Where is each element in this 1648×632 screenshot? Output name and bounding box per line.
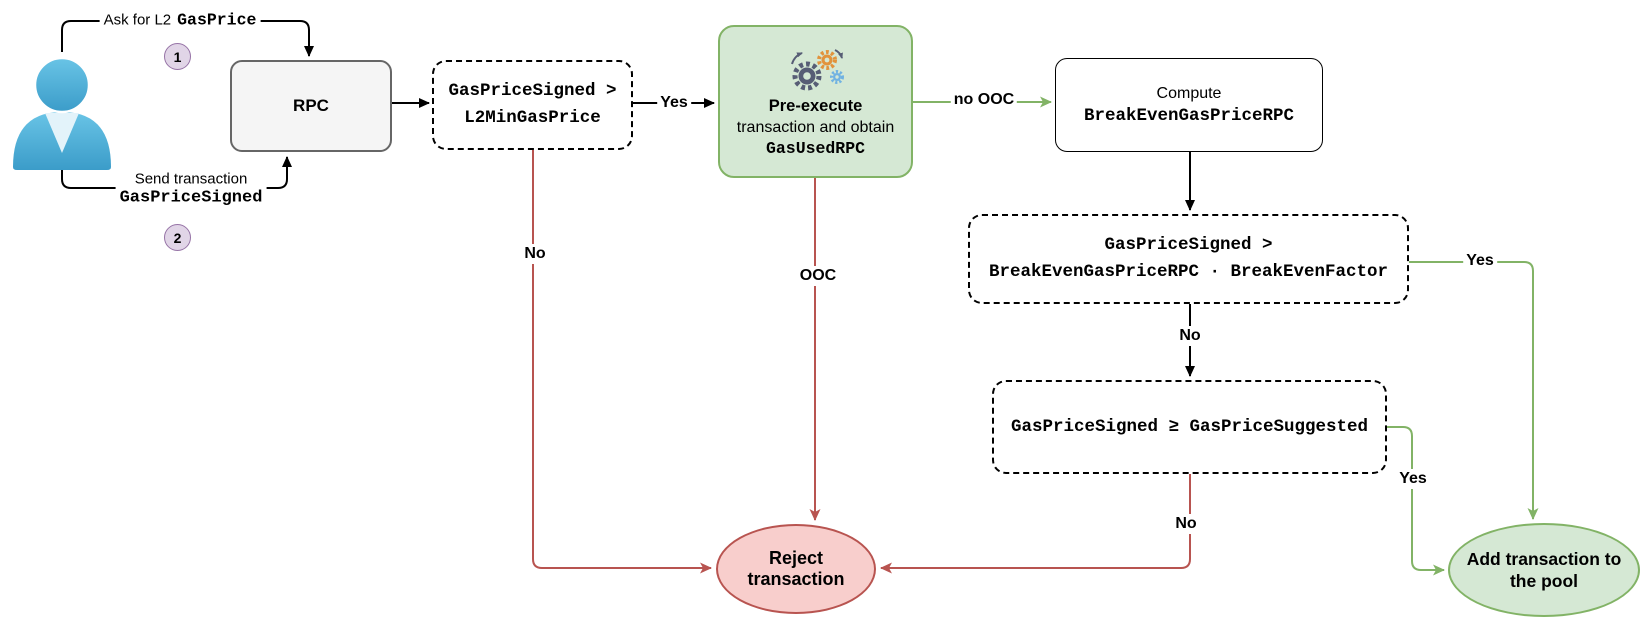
node-check-suggested: GasPriceSigned ≥ GasPriceSuggested bbox=[992, 380, 1387, 474]
ask-gasprice-text: Ask for L2 bbox=[103, 11, 172, 29]
edge-label-no-ooc: no OOC bbox=[950, 90, 1018, 110]
check-break-even-line2: BreakEvenGasPriceRPC · BreakEvenFactor bbox=[988, 262, 1389, 282]
edge-label-yes-break-even: Yes bbox=[1463, 251, 1497, 271]
add-pool-line2: the pool bbox=[1509, 571, 1579, 591]
send-transaction-label: Send transaction GasPriceSigned bbox=[115, 169, 267, 209]
edge-label-yes-suggested: Yes bbox=[1396, 469, 1430, 489]
compute-code: BreakEvenGasPriceRPC bbox=[1083, 105, 1295, 126]
node-compute-break-even: Compute BreakEvenGasPriceRPC bbox=[1055, 58, 1323, 152]
step-1-badge: 1 bbox=[164, 43, 191, 70]
edge-label-ooc: OOC bbox=[796, 266, 840, 286]
check-suggested-label: GasPriceSigned ≥ GasPriceSuggested bbox=[1010, 416, 1369, 437]
check-min-line2: L2MinGasPrice bbox=[464, 108, 601, 128]
node-check-min-gas: GasPriceSigned > L2MinGasPrice bbox=[432, 60, 633, 150]
edge-label-no-break-even: No bbox=[1176, 326, 1204, 346]
user-icon bbox=[13, 56, 111, 170]
edge-yes-suggested-to-pool bbox=[1387, 426, 1445, 576]
node-pre-execute: Pre-execute transaction and obtain GasUs… bbox=[718, 25, 913, 178]
step-2-badge: 2 bbox=[164, 224, 191, 251]
node-reject: Reject transaction bbox=[716, 524, 876, 614]
node-rpc: RPC bbox=[230, 60, 392, 152]
edge-label-yes-min: Yes bbox=[657, 93, 691, 113]
edge-label-no-suggested: No bbox=[1172, 514, 1200, 534]
edge-no-min-to-reject bbox=[532, 150, 712, 574]
ask-gasprice-label: Ask for L2 GasPrice bbox=[99, 10, 261, 30]
rpc-label: RPC bbox=[293, 96, 329, 115]
add-pool-line1: Add transaction to bbox=[1466, 549, 1622, 569]
pre-execute-title: Pre-execute bbox=[768, 97, 863, 115]
send-transaction-code: GasPriceSigned bbox=[119, 188, 263, 208]
send-transaction-text: Send transaction bbox=[134, 170, 248, 188]
edge-label-no-min: No bbox=[521, 244, 549, 264]
step-2-number: 2 bbox=[173, 229, 182, 246]
edge-yes-breakeven-to-pool bbox=[1409, 261, 1539, 520]
check-min-line1: GasPriceSigned > bbox=[448, 81, 617, 101]
step-1-number: 1 bbox=[173, 48, 182, 65]
pre-execute-code: GasUsedRPC bbox=[765, 139, 866, 158]
node-check-break-even: GasPriceSigned > BreakEvenGasPriceRPC · … bbox=[968, 214, 1409, 304]
compute-line1: Compute bbox=[1156, 84, 1222, 102]
reject-label: Reject transaction bbox=[747, 548, 845, 589]
node-add-pool: Add transaction to the pool bbox=[1448, 523, 1640, 617]
pre-execute-subtitle: transaction and obtain bbox=[736, 119, 895, 136]
gears-icon bbox=[790, 49, 844, 91]
ask-gasprice-code: GasPrice bbox=[177, 10, 257, 30]
check-break-even-line1: GasPriceSigned > bbox=[1104, 235, 1273, 255]
edge-no-suggested-to-reject bbox=[880, 474, 1191, 574]
